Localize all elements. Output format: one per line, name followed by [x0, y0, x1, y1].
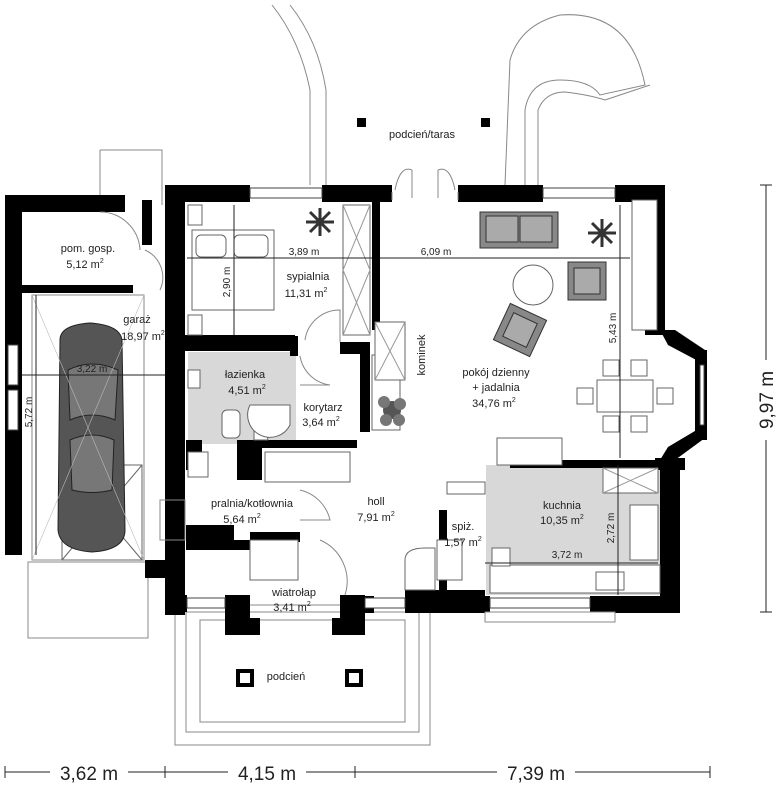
room-name-kuchnia: kuchnia [543, 500, 582, 512]
dim-322: 3,22 m [77, 364, 108, 375]
room-name-sypialnia: sypialnia [287, 271, 331, 283]
outer-dim-h: 9,97 m [757, 371, 778, 429]
room-area-spiz: 1,57 m2 [444, 536, 482, 549]
room-name-pokoj: pokój dzienny [462, 367, 530, 379]
room-name2-pokoj: + jadalnia [472, 382, 520, 394]
room-name-holl: holl [367, 496, 384, 508]
room-area-pom-gosp: 5,12 m2 [66, 258, 104, 271]
laundry-unit [187, 451, 209, 478]
coffee-table [512, 264, 554, 306]
dim-372: 3,72 m [552, 550, 583, 561]
bed [187, 204, 275, 336]
kitchen-cabinet-x [602, 467, 659, 494]
entrance-platform [174, 604, 431, 746]
room-area-korytarz: 3,64 m2 [302, 416, 340, 429]
room-area-kuchnia: 10,35 m2 [540, 514, 584, 527]
wardrobe [249, 539, 299, 581]
terrace-outline [271, 4, 651, 186]
room-area-holl: 7,91 m2 [357, 511, 395, 524]
dim-543: 5,43 m [608, 313, 619, 344]
room-name-pom-gosp: pom. gosp. [61, 243, 115, 255]
wardrobe-x [342, 204, 371, 336]
dim-label-bg [497, 762, 575, 784]
armchair [492, 302, 548, 358]
dim-272: 2,72 m [606, 513, 617, 544]
laundry-counter [264, 451, 351, 483]
outer-dim-w1: 3,62 m [60, 764, 118, 785]
dim-572: 5,72 m [24, 397, 35, 428]
dim-label-bg [755, 360, 777, 440]
room-name-garaz: garaż [123, 314, 151, 326]
plant-icon [306, 208, 334, 236]
fireplace-label: kominek [416, 334, 428, 375]
wardrobe [342, 204, 371, 336]
bathroom-fixtures [187, 369, 291, 441]
porch-label: podcień [267, 671, 306, 683]
doors [99, 168, 459, 596]
sofa [479, 211, 559, 249]
dim-389: 3,89 m [289, 247, 320, 258]
room-name-korytarz: korytarz [303, 402, 342, 414]
pillar-core [349, 673, 359, 683]
room-name-spiz: spiż. [452, 521, 475, 533]
terrace-pillar-right [481, 118, 490, 127]
pantry-shelf [446, 481, 486, 495]
dim-609: 6,09 m [421, 247, 452, 258]
kitchen-island [496, 437, 563, 466]
pantry-shelf [436, 539, 463, 581]
fireplace [374, 321, 406, 381]
room-area-pralnia: 5,64 m2 [223, 513, 261, 526]
room-name-wiatrolap: wiatrołap [271, 587, 316, 599]
outer-dim-w3: 7,39 m [507, 764, 565, 785]
kitchen-bottom-counter [489, 564, 661, 594]
room-area-wiatrolap: 3,41 m2 [273, 601, 311, 614]
terrace-pillar-left [357, 118, 366, 127]
windows [7, 187, 705, 623]
room-area-garaz: 18,97 m2 [121, 330, 165, 343]
room-name-lazienka: łazienka [225, 369, 266, 381]
room-name-pralnia: pralnia/kotłownia [211, 498, 294, 510]
dim-290: 2,90 m [222, 267, 233, 298]
terrace-label: podcień/taras [389, 129, 456, 141]
room-area-pokoj: 34,76 m2 [472, 397, 516, 410]
dining-table [576, 359, 674, 433]
plant-icon [378, 396, 406, 426]
shelf [631, 199, 658, 331]
dim-label-bg [50, 762, 128, 784]
stairs [404, 547, 436, 591]
kitchen-counter [629, 504, 659, 561]
room-area-lazienka: 4,51 m2 [228, 384, 266, 397]
stove [491, 547, 511, 567]
sink [595, 571, 625, 591]
dim-label-bg [228, 762, 306, 784]
car [31, 294, 145, 561]
armchair-seat [573, 267, 601, 295]
plant-icon [588, 219, 616, 247]
outer-dim-w2: 4,15 m [238, 764, 296, 785]
room-area-sypialnia: 11,31 m2 [285, 287, 328, 300]
pillar-core [240, 673, 250, 683]
walls [5, 185, 707, 635]
